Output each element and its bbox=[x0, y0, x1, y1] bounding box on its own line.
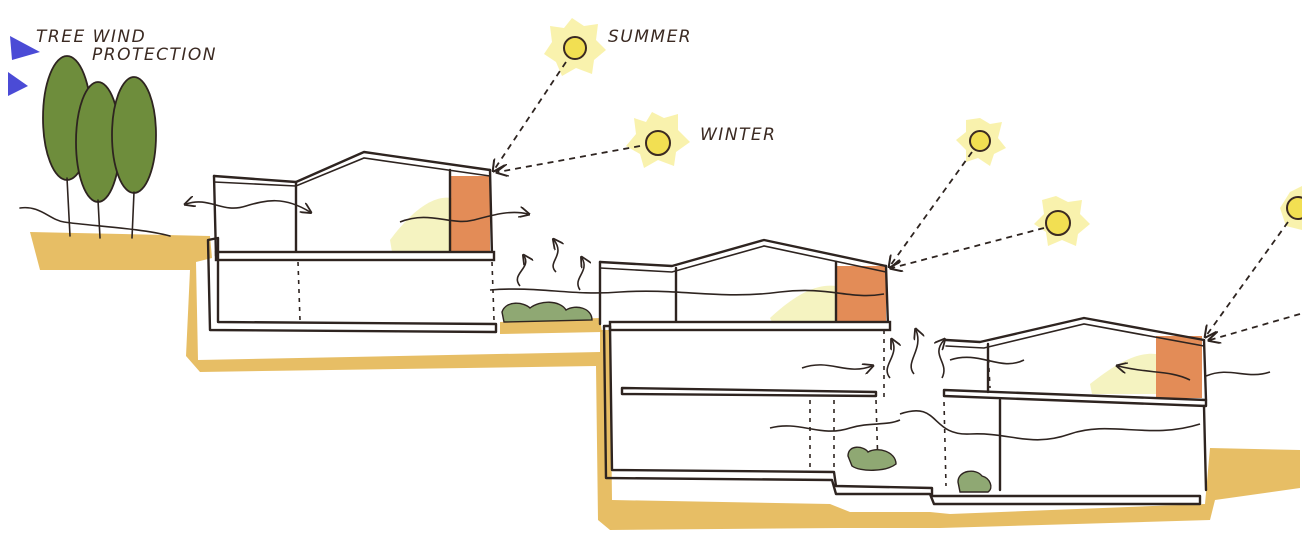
sun-winter-2 bbox=[1034, 196, 1090, 246]
tree-group bbox=[20, 56, 170, 238]
sun-icon bbox=[970, 131, 990, 151]
sun-summer-2 bbox=[956, 118, 1006, 166]
sun-partial bbox=[1280, 186, 1302, 230]
wind-arrow-icon bbox=[8, 72, 28, 96]
sun-rays bbox=[494, 62, 1300, 340]
bush-icon bbox=[848, 447, 896, 470]
house-upper bbox=[208, 152, 496, 332]
sun-summer bbox=[544, 18, 606, 76]
tree-wind-label: TREE WIND bbox=[36, 27, 146, 47]
sun-icon bbox=[1287, 197, 1302, 219]
shading-panel bbox=[1156, 336, 1202, 398]
shading-panel bbox=[450, 176, 490, 252]
summer-label: SUMMER bbox=[608, 27, 692, 47]
sun-icon bbox=[1046, 211, 1070, 235]
bush-icon bbox=[502, 302, 592, 322]
airflow-arrows bbox=[186, 201, 1270, 440]
sun-icon bbox=[564, 37, 586, 59]
sun-winter bbox=[626, 112, 690, 168]
house-lower bbox=[944, 318, 1206, 490]
sun-icon bbox=[646, 131, 670, 155]
tree-protection-label: PROTECTION bbox=[92, 45, 217, 65]
winter-label: WINTER bbox=[700, 125, 776, 145]
bush-icon bbox=[958, 471, 991, 492]
tree-icon bbox=[112, 77, 156, 193]
